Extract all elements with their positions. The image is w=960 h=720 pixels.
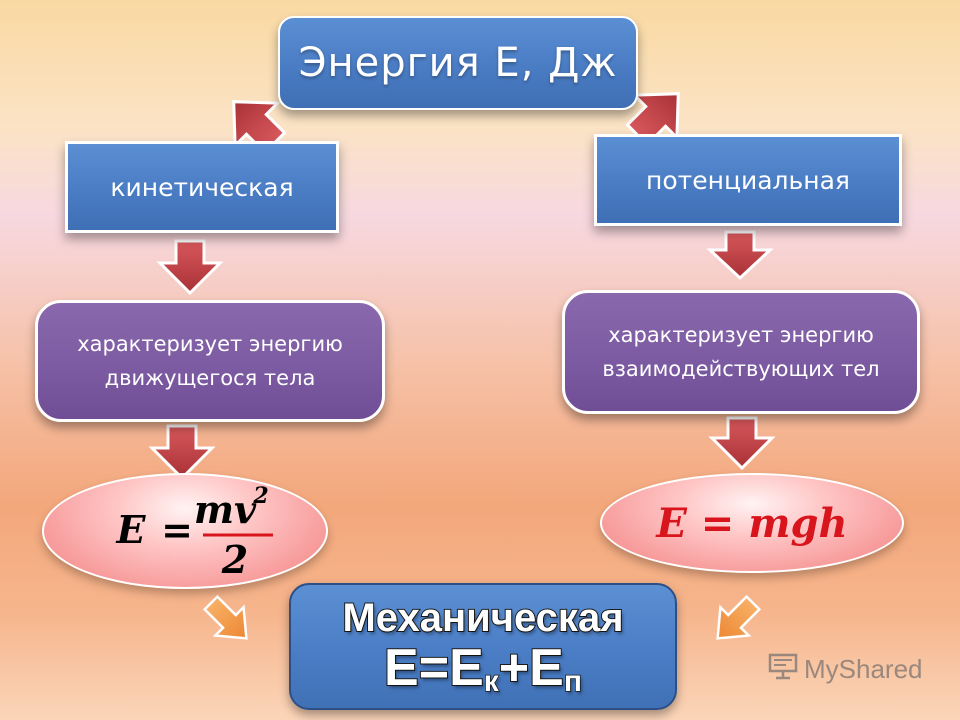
formula-lhs: E <box>116 507 147 552</box>
equation-plus: +Е <box>498 638 565 697</box>
presentation-icon <box>768 652 798 687</box>
subscript-p: п <box>563 664 583 699</box>
potential-formula-oval: E = mgh <box>600 473 904 573</box>
formula-equals: = <box>161 507 193 552</box>
kinetic-label: кинетическая <box>110 172 294 202</box>
arrow-title-to-potential <box>625 92 680 147</box>
kinetic-description-box: характеризует энергию движущегося тела <box>35 300 385 422</box>
potential-description: характеризует энергию взаимодействующих … <box>602 323 880 381</box>
potential-box: потенциальная <box>594 134 902 226</box>
potential-label: потенциальная <box>646 165 850 195</box>
watermark-text: MyShared <box>804 654 923 684</box>
arrow-potential-to-description <box>706 230 774 281</box>
mechanical-title: Механическая <box>341 595 624 641</box>
watermark: MyShared <box>768 652 923 687</box>
formula-numerator: mv <box>194 487 257 532</box>
formula-denominator: 2 <box>221 537 248 581</box>
arrow-potential-to-mechanical <box>716 594 762 640</box>
kinetic-formula-oval: E = mv 2 2 <box>42 473 328 589</box>
kinetic-formula: E = mv 2 2 <box>116 483 273 581</box>
subscript-k: к <box>483 664 500 699</box>
arrow-kinetic-to-mechanical <box>202 594 248 640</box>
potential-formula: E = mgh <box>656 499 848 547</box>
energy-title-box: Энергия Е, Дж <box>278 16 638 110</box>
mechanical-energy-box: Механическая Е=Ек+Еп <box>289 583 677 710</box>
arrow-kinetic-to-description <box>156 239 224 296</box>
mechanical-equation: Е=Ек+Еп <box>383 638 583 699</box>
kinetic-box: кинетическая <box>65 141 339 233</box>
arrow-potential-description-to-formula <box>708 416 776 471</box>
formula-exponent: 2 <box>252 483 268 509</box>
kinetic-description: характеризует энергию движущегося тела <box>77 332 343 390</box>
potential-description-box: характеризует энергию взаимодействующих … <box>562 290 920 414</box>
energy-title: Энергия Е, Дж <box>298 40 618 86</box>
equation-prefix: Е=Е <box>383 638 485 697</box>
arrow-kinetic-description-to-formula <box>148 424 216 481</box>
